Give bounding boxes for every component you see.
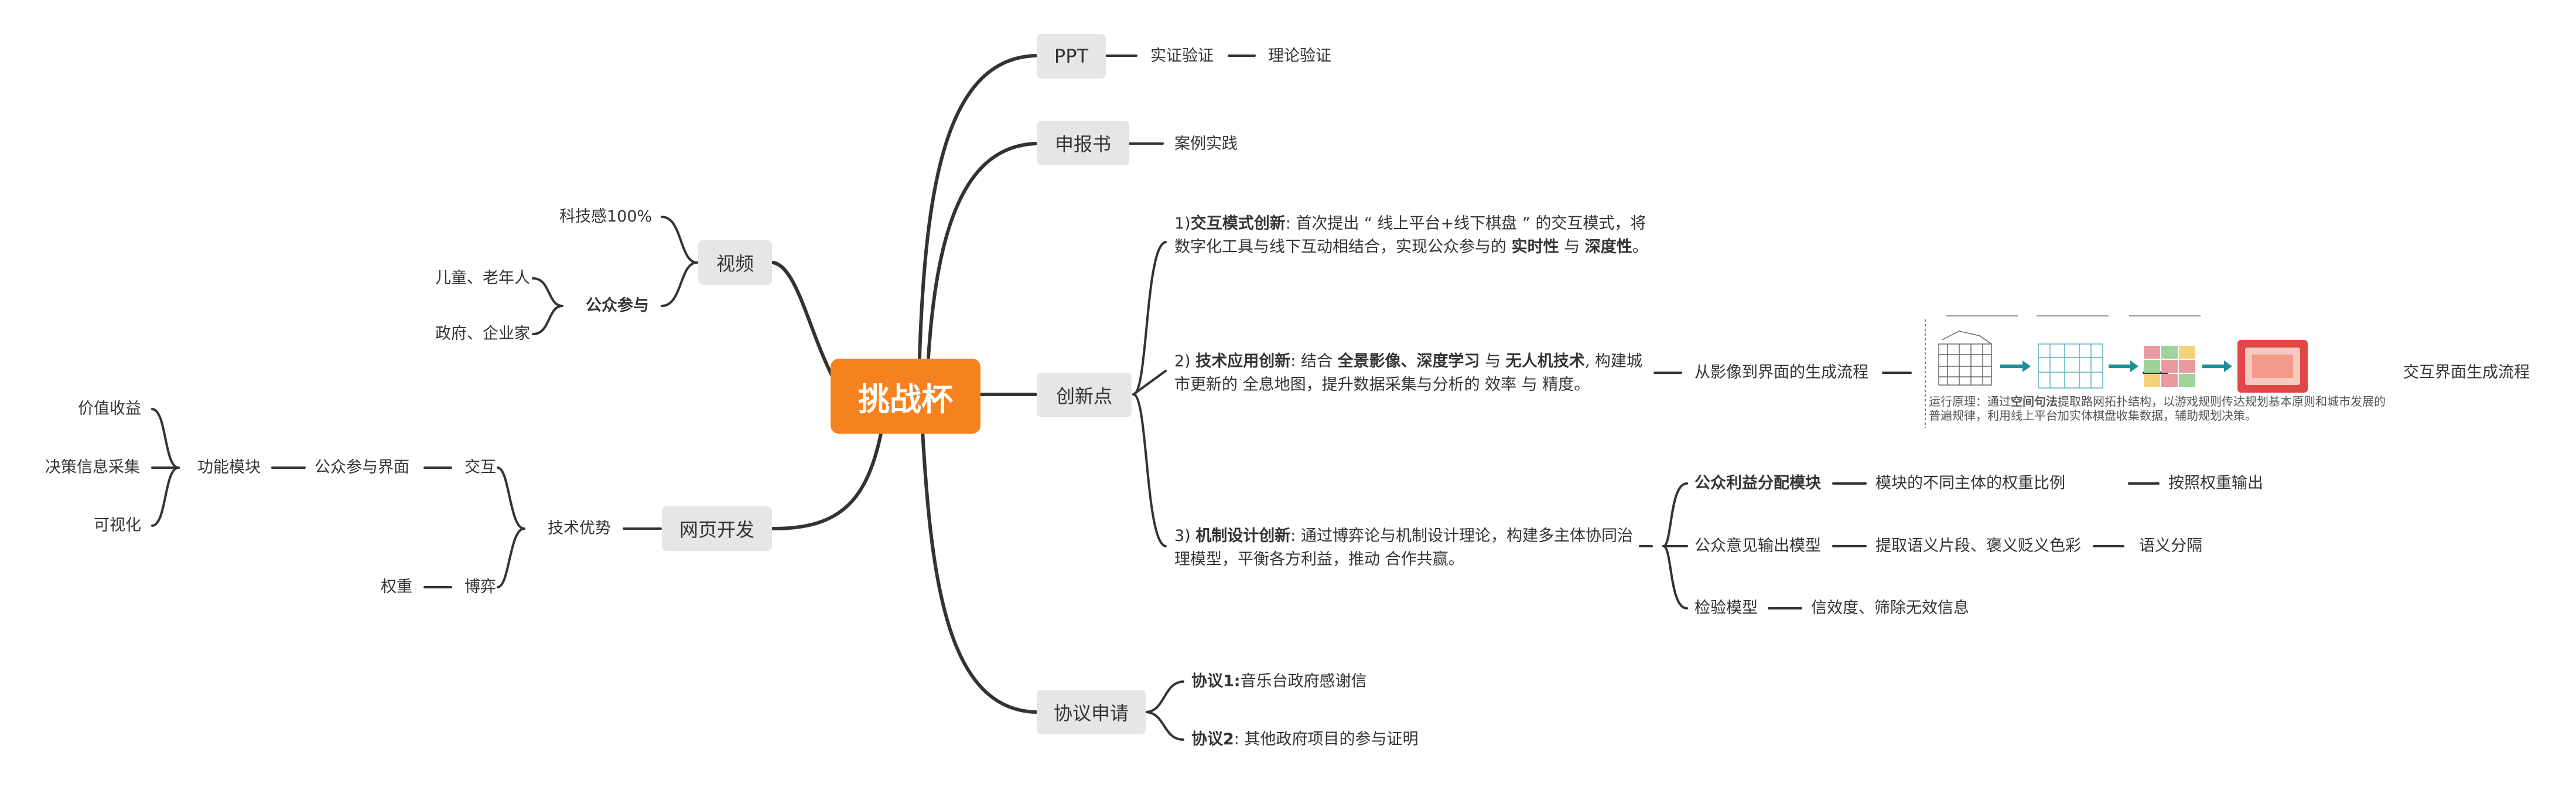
item1-end: 。 (1632, 238, 1648, 256)
agreement-2-text: : 其他政府项目的参与证明 (1234, 730, 1419, 748)
node-module-interest-a[interactable]: 模块的不同主体的权重比例 (1875, 474, 2065, 492)
node-case-practice[interactable]: 案例实践 (1174, 135, 1238, 153)
item1-text: : 首次提出 “ 线上平台+线下棋盘 ” 的交互模式，将数字化工具与线下互动相结… (1174, 214, 1646, 256)
item2-prefix: 2) (1174, 352, 1196, 370)
flow-figure-graphic (1925, 315, 2308, 428)
node-module-interest-b[interactable]: 按照权重输出 (2168, 474, 2263, 492)
agreement-2-bold: 协议2 (1191, 730, 1234, 748)
item2-text2: 与 (1480, 352, 1506, 370)
item1-bold3: 深度性 (1584, 238, 1632, 256)
node-decision-collect[interactable]: 决策信息采集 (45, 458, 140, 476)
node-interaction[interactable]: 交互 (464, 458, 496, 476)
item1-bold: 交互模式创新 (1190, 214, 1286, 233)
branch-web (771, 429, 883, 530)
caption-pre: 运行原理：通过 (1929, 394, 2011, 408)
node-game[interactable]: 博弈 (464, 578, 496, 596)
item2-text3: , 构建城市更新的 全息地图，提升数据采集与分析的 效率 与 精度。 (1174, 352, 1642, 394)
node-tech-100[interactable]: 科技感100% (559, 207, 652, 226)
caption-bold: 空间句法 (2011, 394, 2058, 408)
item1-mid: 与 (1559, 238, 1585, 256)
node-web-dev[interactable]: 网页开发 (662, 506, 772, 551)
node-flow-result[interactable]: 交互界面生成流程 (2403, 363, 2530, 382)
node-weight[interactable]: 权重 (381, 578, 412, 596)
node-agreement[interactable]: 协议申请 (1037, 690, 1146, 734)
flow-figure-caption: 运行原理：通过空间句法提取路网拓扑结构，以游戏规则传达规划基本原则和城市发展的普… (1929, 394, 2386, 423)
item2-bold2: 全景影像、深度学习 (1337, 352, 1480, 370)
node-module-interest[interactable]: 公众利益分配模块 (1694, 474, 1821, 492)
item2-bold: 技术应用创新 (1195, 352, 1291, 370)
node-empirical[interactable]: 实证验证 (1150, 47, 1214, 65)
item2-text1: : 结合 (1290, 352, 1338, 370)
innovation-item-2[interactable]: 2) 技术应用创新: 结合 全景影像、深度学习 与 无人机技术, 构建城市更新的… (1174, 350, 1652, 397)
item3-text: : 通过博弈论与机制设计理论，构建多主体协同治理模型，平衡各方利益，推动 合作共… (1174, 527, 1633, 568)
node-module-check-a[interactable]: 信效度、筛除无效信息 (1811, 599, 1969, 617)
node-value-gain[interactable]: 价值收益 (78, 400, 141, 418)
node-module-opinion-b[interactable]: 语义分隔 (2139, 537, 2202, 555)
node-theory[interactable]: 理论验证 (1268, 47, 1331, 65)
agreement-1-text: 音乐台政府感谢信 (1240, 672, 1367, 690)
branch-application (927, 142, 1037, 359)
agreement-1-bold: 协议1: (1191, 672, 1241, 690)
node-flow-label[interactable]: 从影像到界面的生成流程 (1694, 363, 1868, 382)
innovation-item-3[interactable]: 3) 机制设计创新: 通过博弈论与机制设计理论，构建多主体协同治理模型，平衡各方… (1174, 525, 1640, 571)
item3-prefix: 3) (1174, 527, 1196, 545)
node-public-participation[interactable]: 公众参与 (586, 297, 649, 315)
branch-ppt (918, 54, 1037, 359)
node-visualization[interactable]: 可视化 (94, 516, 141, 534)
node-module-opinion-a[interactable]: 提取语义片段、褒义贬义色彩 (1875, 537, 2081, 555)
node-module-opinion[interactable]: 公众意见输出模型 (1694, 537, 1821, 555)
branch-video (771, 261, 833, 377)
node-gov-business[interactable]: 政府、企业家 (435, 325, 530, 343)
branch-agreement (921, 429, 1037, 714)
item2-bold3: 无人机技术 (1505, 352, 1585, 370)
node-agreement-1[interactable]: 协议1:音乐台政府感谢信 (1191, 670, 1367, 693)
item1-bold2: 实时性 (1511, 238, 1559, 256)
node-agreement-2[interactable]: 协议2: 其他政府项目的参与证明 (1191, 728, 1418, 751)
node-tech-advantage[interactable]: 技术优势 (548, 519, 611, 537)
item3-bold: 机制设计创新 (1195, 527, 1291, 545)
node-ppt[interactable]: PPT (1037, 34, 1106, 79)
innovation-item-1[interactable]: 1)交互模式创新: 首次提出 “ 线上平台+线下棋盘 ” 的交互模式，将数字化工… (1174, 212, 1652, 259)
caption-post: 提取路网拓扑结构，以游戏规则传达规划基本原则和城市发展的普遍规律，利用线上平台加… (1929, 394, 2386, 423)
root-node[interactable]: 挑战杯 (831, 359, 980, 434)
node-video[interactable]: 视频 (698, 240, 772, 285)
node-innovation[interactable]: 创新点 (1037, 373, 1132, 417)
item1-prefix: 1) (1174, 214, 1191, 233)
node-module-check[interactable]: 检验模型 (1694, 599, 1758, 617)
flow-figure: 运行原理：通过空间句法提取路网拓扑结构，以游戏规则传达规划基本原则和城市发展的普… (1924, 308, 2386, 428)
node-application[interactable]: 申报书 (1037, 121, 1129, 165)
node-public-ui[interactable]: 公众参与界面 (315, 458, 409, 476)
node-func-module[interactable]: 功能模块 (197, 458, 261, 476)
node-kids-elderly[interactable]: 儿童、老年人 (435, 269, 530, 287)
